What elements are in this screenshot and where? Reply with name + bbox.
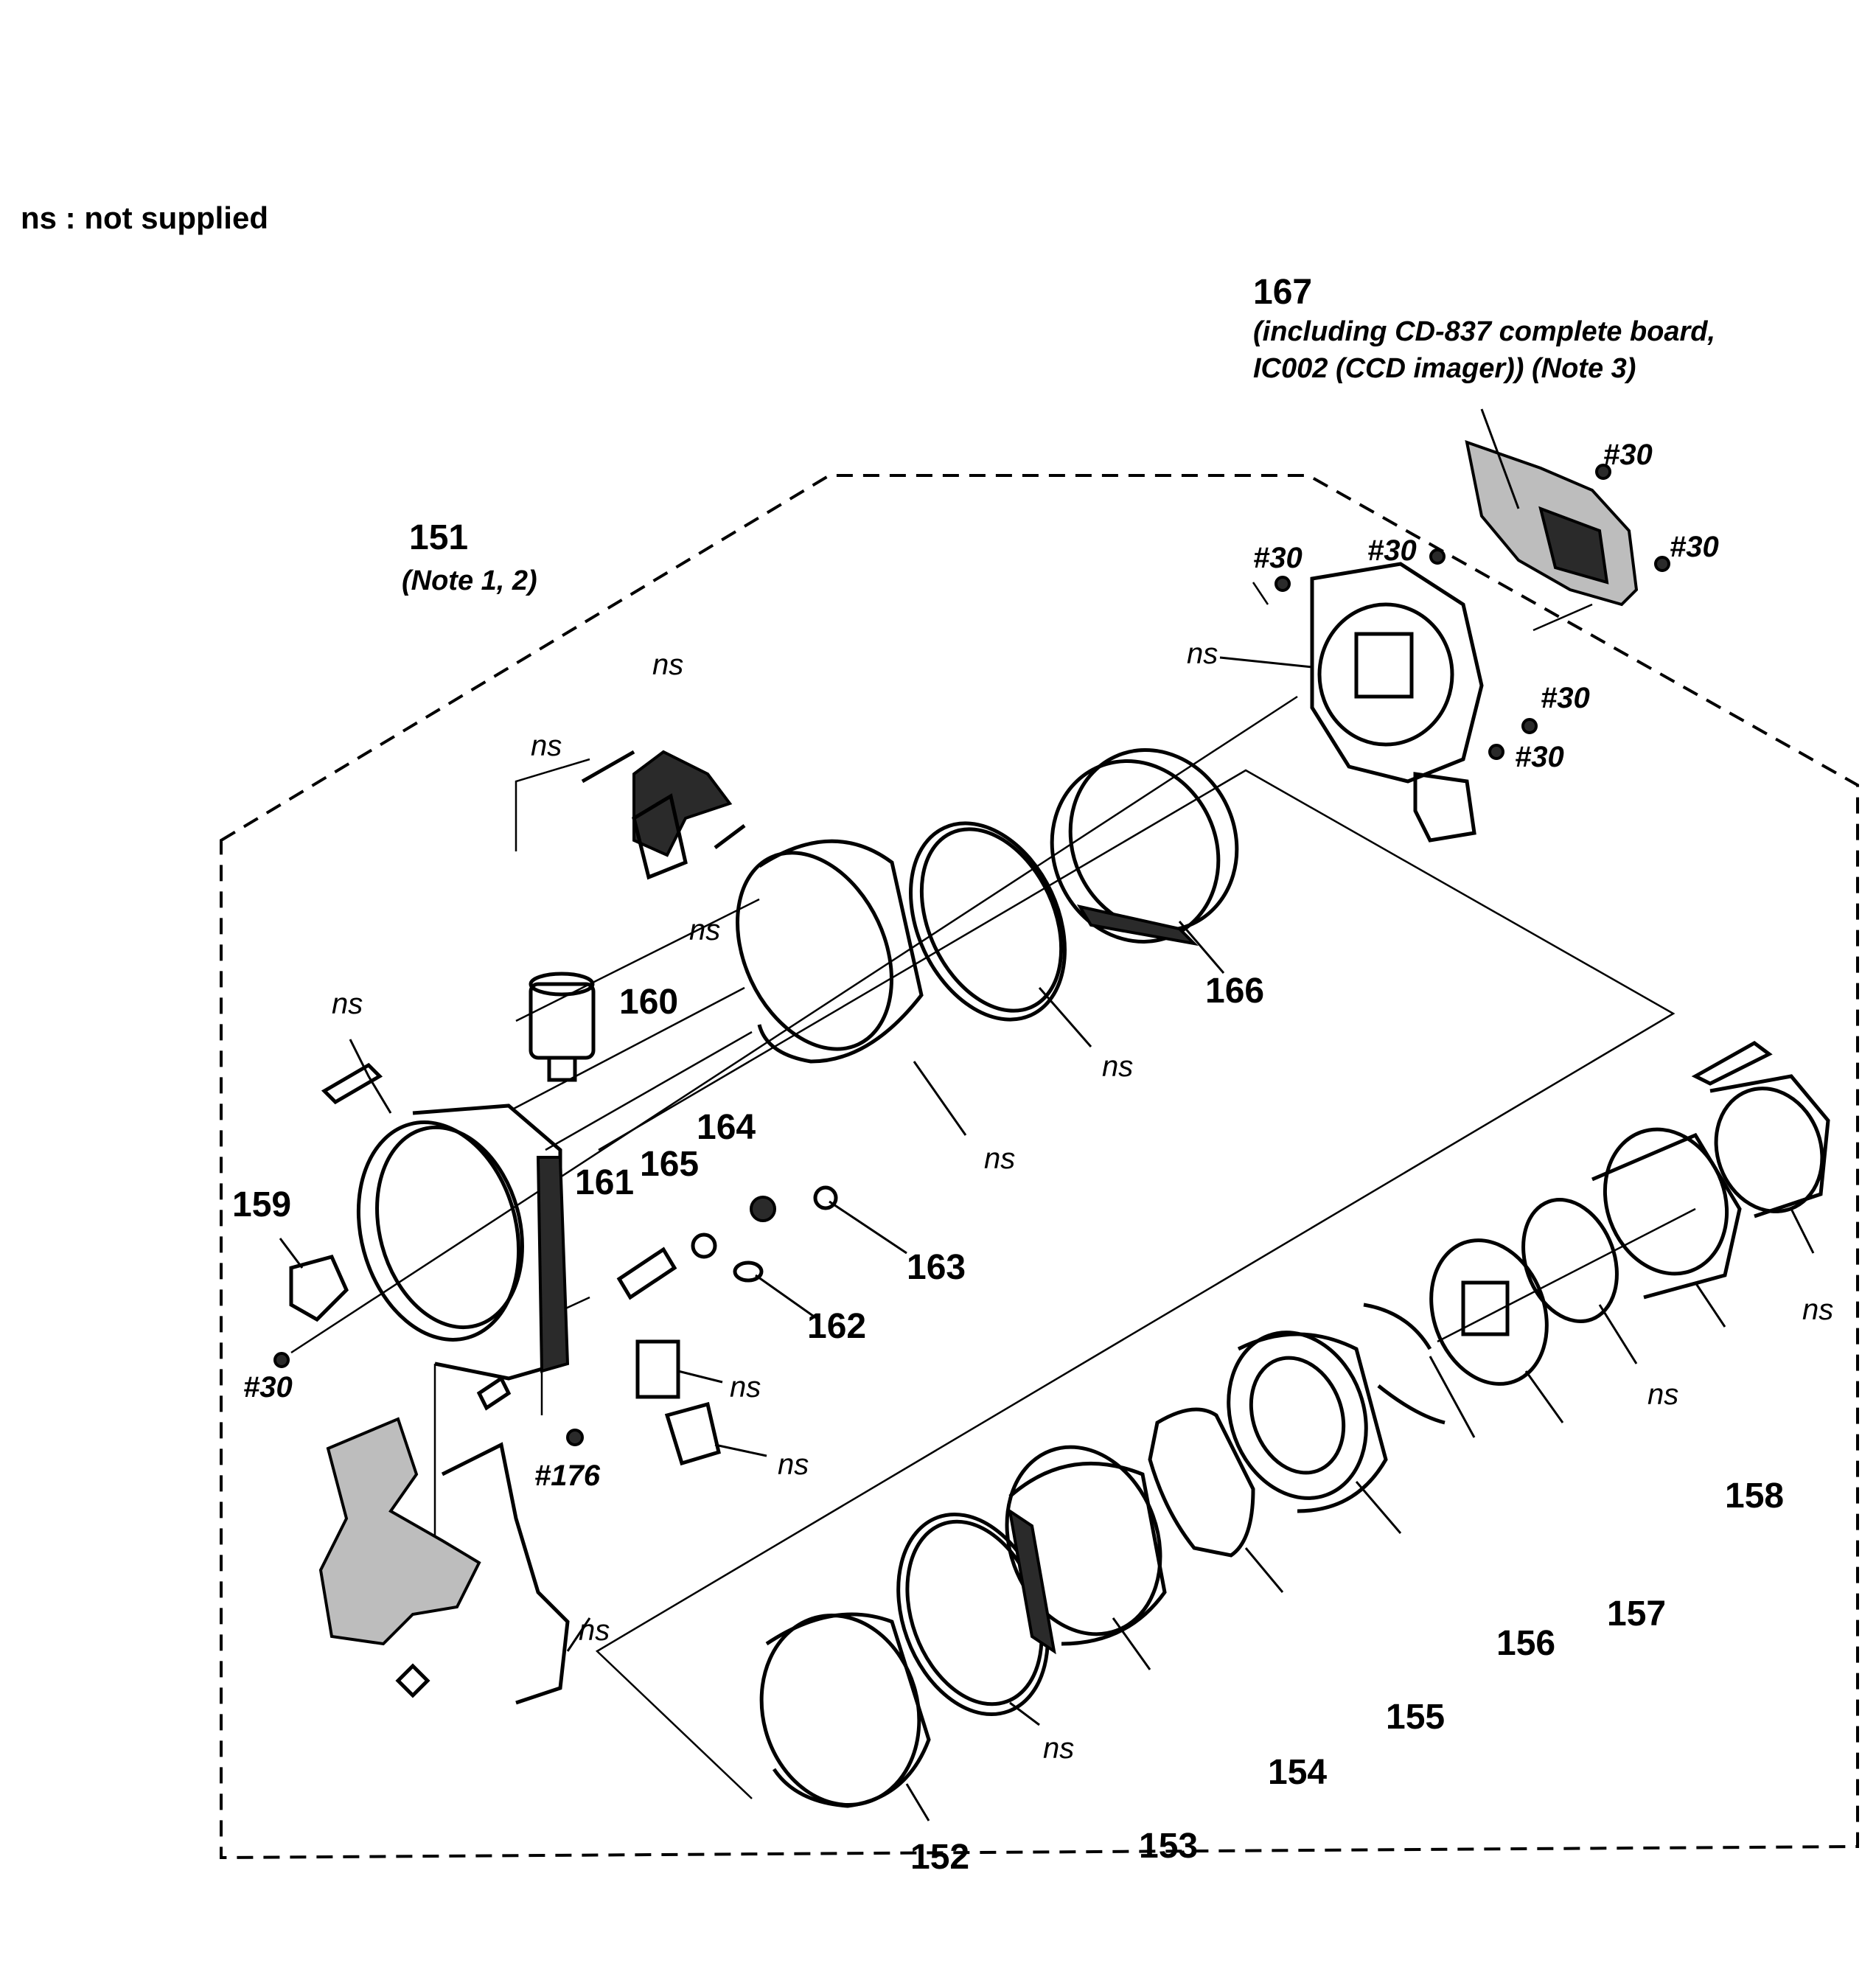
label-screw-30-c: #30 — [1253, 542, 1303, 574]
part-155-lens — [1227, 1331, 1402, 1534]
label-ns-6: ns — [1102, 1050, 1133, 1083]
label-163: 163 — [907, 1248, 966, 1287]
label-151-note: (Note 1, 2) — [402, 565, 537, 596]
label-152: 152 — [910, 1838, 969, 1877]
label-ns-4: ns — [332, 988, 363, 1020]
label-ns-1: ns — [652, 649, 683, 681]
part-152-front-barrel — [759, 1612, 931, 1821]
part-156-arcs — [1363, 1303, 1476, 1438]
shutter-bracket — [581, 750, 746, 880]
rear-mount-plate — [1219, 562, 1484, 843]
lower-small-parts — [566, 1339, 767, 1466]
part-160-motor — [529, 972, 596, 1082]
label-ns-9: ns — [778, 1448, 809, 1481]
label-ns-3: ns — [689, 914, 720, 946]
ring-near-158 — [1521, 1198, 1638, 1364]
label-159: 159 — [232, 1185, 291, 1224]
label-158: 158 — [1725, 1476, 1784, 1516]
label-151: 151 — [409, 518, 468, 557]
label-155: 155 — [1386, 1698, 1445, 1737]
label-screw-30-a: #30 — [1603, 439, 1653, 471]
label-screw-30-g: #30 — [243, 1371, 293, 1404]
part-159 — [279, 1238, 349, 1322]
label-screw-30-e: #30 — [1541, 682, 1590, 714]
part-167-ccd-board — [1465, 408, 1639, 607]
legend-not-supplied: ns : not supplied — [21, 201, 268, 235]
label-ns-7: ns — [984, 1143, 1015, 1175]
thin-ring-rear — [909, 821, 1092, 1047]
label-screw-30-b: #30 — [1670, 531, 1719, 563]
part-166-ring — [1050, 748, 1239, 974]
label-ns-8: ns — [730, 1371, 761, 1404]
label-164: 164 — [697, 1108, 756, 1147]
part-154-spring — [1148, 1407, 1284, 1593]
label-156: 156 — [1496, 1624, 1555, 1663]
cam-cylinder — [736, 839, 967, 1136]
label-ns-11: ns — [1043, 1732, 1074, 1765]
label-ns-10: ns — [579, 1614, 610, 1647]
axis-lines — [290, 582, 1696, 1799]
label-screw-30-d: #30 — [1367, 534, 1417, 567]
label-ns-12: ns — [1647, 1378, 1678, 1411]
label-162: 162 — [807, 1307, 866, 1346]
screws-30 — [273, 464, 1670, 1368]
part-158-housing — [1591, 1127, 1742, 1328]
label-ns-5: ns — [1187, 638, 1218, 670]
label-167-note-line1: (including CD-837 complete board, — [1253, 316, 1715, 347]
label-screw-30-f: #30 — [1515, 741, 1564, 773]
label-screw-176: #176 — [534, 1460, 601, 1492]
label-167-note-line2: IC002 (CCD imager)) (Note 3) — [1253, 353, 1636, 384]
shutter-unit-right — [1691, 1041, 1830, 1254]
label-166: 166 — [1205, 972, 1264, 1011]
label-161: 161 — [575, 1163, 634, 1202]
label-165: 165 — [640, 1145, 699, 1184]
label-ns-13: ns — [1802, 1294, 1833, 1326]
part-157-ring — [1429, 1238, 1564, 1423]
flex-board — [318, 1376, 591, 1705]
label-ns-2: ns — [531, 730, 562, 762]
small-parts-161-165 — [616, 1185, 907, 1321]
part-153-cam-ring — [1005, 1445, 1167, 1670]
label-160: 160 — [619, 983, 678, 1022]
label-157: 157 — [1607, 1594, 1666, 1633]
assembly-151-outline — [220, 474, 1859, 1860]
front-frame — [321, 1039, 570, 1381]
label-167: 167 — [1253, 273, 1312, 312]
label-154: 154 — [1268, 1753, 1327, 1792]
label-153: 153 — [1139, 1827, 1198, 1866]
